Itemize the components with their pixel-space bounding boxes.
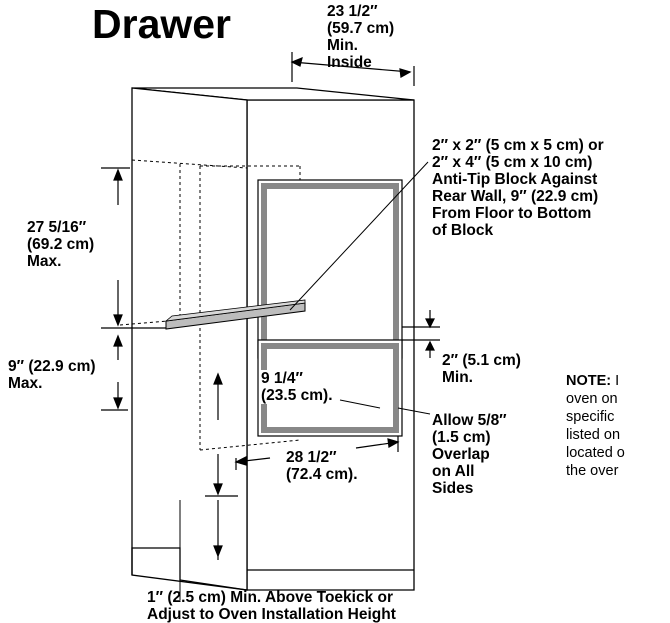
cabinet-side	[131, 87, 248, 591]
page-title: Drawer	[92, 1, 232, 47]
height-max-label: 27 5/16″ (69.2 cm) Max.	[27, 219, 95, 270]
floor-max-label: 9″ (22.9 cm) Max.	[8, 358, 96, 392]
note-heading: NOTE:	[566, 373, 612, 389]
toekick-label: 1″ (2.5 cm) Min. Above Toekick or Adjust…	[147, 589, 396, 623]
overlap-label: Allow 5/8″ (1.5 cm) Overlap on All Sides	[432, 412, 507, 497]
anti-tip-label: 2″ x 2″ (5 cm x 5 cm) or 2″ x 4″ (5 cm x…	[432, 137, 604, 239]
drawer-width-label: 28 1/2″ (72.4 cm).	[286, 449, 358, 483]
width-inside-label: 23 1/2″ (59.7 cm) Min. Inside	[327, 3, 395, 71]
gap-min-label: 2″ (5.1 cm) Min.	[442, 352, 521, 386]
upper-cutout-frame	[257, 179, 403, 359]
note-text: NOTE: I oven on specific listed on locat…	[566, 373, 625, 479]
drawer-height-label: 9 1/4″ (23.5 cm).	[261, 370, 333, 404]
